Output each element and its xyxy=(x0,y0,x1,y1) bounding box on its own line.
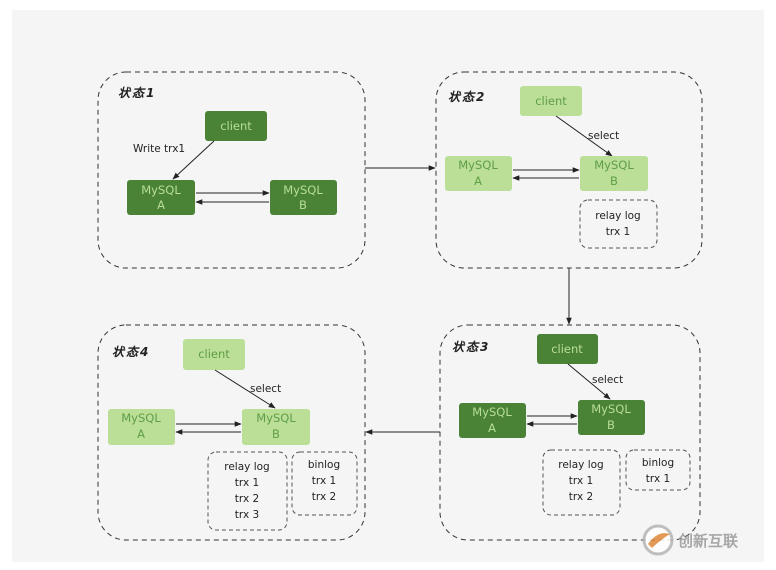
state-3-relay-log-entry: trx 1 xyxy=(569,475,593,487)
state-3-mysql-a-box xyxy=(459,403,526,438)
state-4-panel xyxy=(97,324,366,541)
state-3-title: 状态3 xyxy=(452,340,490,354)
state-1-mysql-b-box xyxy=(270,180,337,215)
state-1-client-note: Write trx1 xyxy=(133,143,185,155)
state-2-mysql-b-name: MySQL xyxy=(594,158,634,172)
state-1-client-arrow xyxy=(172,140,215,180)
state-2-client-note: select xyxy=(588,130,619,142)
state-2-mysql-b-box xyxy=(580,156,648,191)
state-4-title: 状态4 xyxy=(112,345,150,359)
state-3-client-arrow xyxy=(567,363,611,400)
state-3-relay-log-entry: trx 2 xyxy=(569,491,593,503)
watermark: 创新互联 xyxy=(642,524,739,556)
state-2-mysql-b-id: B xyxy=(610,174,618,188)
state-4-mysql-b-name: MySQL xyxy=(256,411,296,425)
state-4-relay-log-entry: trx 1 xyxy=(235,477,259,489)
state-3-panel xyxy=(439,324,701,541)
state-1-mysql-a-box xyxy=(127,180,195,215)
state-3-relay-log-box xyxy=(542,449,621,516)
state-4-binlog-box xyxy=(291,451,358,516)
state-3-mysql-b-box xyxy=(578,400,645,435)
state-4-binlog-entry: trx 2 xyxy=(312,491,336,503)
state-2-panel xyxy=(435,71,703,269)
state-4-client-box xyxy=(183,339,245,370)
state-4-mysql-a-box xyxy=(108,409,175,445)
state-2-mysql-a-name: MySQL xyxy=(458,158,498,172)
state-3: 状态3 client select MySQL A MySQL B relay … xyxy=(439,324,701,541)
watermark-logo-swoosh-icon xyxy=(648,533,670,548)
state-2-client-box xyxy=(520,86,582,116)
state-4-mysql-a-id: A xyxy=(137,427,145,441)
state-1-client-label: client xyxy=(220,119,252,133)
state-1-mysql-b-id: B xyxy=(299,198,307,212)
state-2: 状态2 client select MySQL A MySQL B relay … xyxy=(435,71,703,269)
state-4-client-note: select xyxy=(250,383,281,395)
state-4-relay-log-title: relay log xyxy=(224,461,269,473)
state-4-relay-log-entry: trx 2 xyxy=(235,493,259,505)
state-1-title: 状态1 xyxy=(118,86,156,100)
state-2-mysql-a-box xyxy=(445,156,512,191)
state-3-mysql-a-id: A xyxy=(488,421,496,435)
state-1-panel xyxy=(97,71,366,269)
state-2-relay-log-entry: trx 1 xyxy=(606,226,630,238)
state-2-title: 状态2 xyxy=(448,90,486,104)
state-3-mysql-b-name: MySQL xyxy=(591,402,631,416)
state-4-mysql-a-name: MySQL xyxy=(121,411,161,425)
state-4-binlog-entry: trx 1 xyxy=(312,475,336,487)
state-3-mysql-a-name: MySQL xyxy=(472,405,512,419)
watermark-text: 创新互联 xyxy=(677,532,739,550)
state-3-binlog-box xyxy=(625,449,691,491)
state-4-binlog-title: binlog xyxy=(308,459,340,471)
state-4-client-label: client xyxy=(198,347,230,361)
state-4: 状态4 client select MySQL A MySQL B relay … xyxy=(97,324,366,541)
canvas-background xyxy=(12,10,764,562)
state-2-client-arrow xyxy=(555,115,613,157)
state-3-relay-log-title: relay log xyxy=(558,459,603,471)
state-2-relay-log-title: relay log xyxy=(595,210,640,222)
state-3-client-box xyxy=(537,334,598,364)
state-2-mysql-a-id: A xyxy=(474,174,482,188)
state-3-client-note: select xyxy=(592,374,623,386)
state-4-mysql-b-id: B xyxy=(272,427,280,441)
state-1-mysql-b-name: MySQL xyxy=(283,183,323,197)
state-1: 状态1 client Write trx1 MySQL A MySQL B xyxy=(97,71,366,269)
state-1-mysql-a-name: MySQL xyxy=(141,183,181,197)
state-3-mysql-b-id: B xyxy=(607,418,615,432)
state-4-relay-log-box xyxy=(207,451,288,531)
state-3-binlog-title: binlog xyxy=(642,457,674,469)
state-2-client-label: client xyxy=(535,94,567,108)
state-3-client-label: client xyxy=(551,342,583,356)
state-3-binlog-entry: trx 1 xyxy=(646,473,670,485)
state-1-client-box xyxy=(205,111,267,141)
state-4-relay-log-entry: trx 3 xyxy=(235,509,259,521)
state-4-mysql-b-box xyxy=(242,409,310,445)
state-4-client-arrow xyxy=(214,369,276,409)
state-1-mysql-a-id: A xyxy=(157,198,165,212)
state-2-relay-log-box xyxy=(579,199,658,249)
